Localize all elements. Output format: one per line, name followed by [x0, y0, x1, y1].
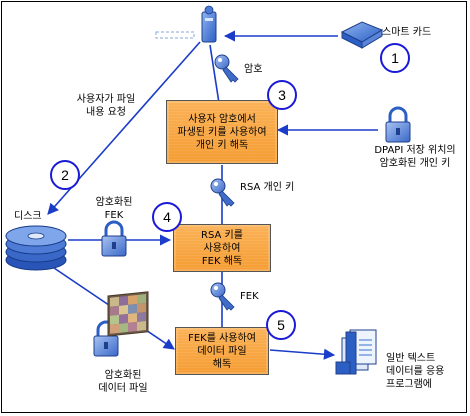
user-computer-icon — [155, 5, 217, 43]
encrypted-data-tile-icon — [107, 291, 149, 337]
fek-label: FEK — [240, 291, 259, 302]
encrypted-data-file-label: 암호화된 데이터 파일 — [98, 370, 148, 394]
step5-box: FEK를 사용하여 데이터 파일 해독 — [175, 327, 269, 375]
step4-text: RSA 키를 사용하여 FEK 해독 — [201, 229, 243, 267]
user-request-label: 사용자가 파일 내용 요청 — [76, 94, 136, 118]
step3-text: 사용자 암호에서 파생된 키를 사용하여 개인 키 해독 — [177, 113, 267, 151]
step4-number: 4 — [163, 209, 171, 225]
disk-stack-icon — [5, 225, 67, 271]
application-document-icon — [335, 329, 377, 375]
rsa-private-key-label: RSA 개인 키 — [240, 182, 295, 193]
step4-circle: 4 — [152, 202, 182, 232]
arrow-step5-to-application — [269, 348, 336, 360]
step4-box: RSA 키를 사용하여 FEK 해독 — [173, 224, 271, 272]
password-label: 암호 — [244, 64, 263, 75]
step5-number: 5 — [277, 317, 285, 333]
encrypted-fek-label: 암호화된 FEK — [95, 197, 133, 221]
step2-number: 2 — [61, 167, 69, 183]
step1-number: 1 — [391, 50, 399, 66]
step3-circle: 3 — [267, 80, 297, 110]
fek-key-icon — [210, 282, 235, 311]
step1-circle: 1 — [380, 43, 410, 73]
rsa-key-icon — [210, 178, 235, 207]
step3-box: 사용자 암호에서 파생된 키를 사용하여 개인 키 해독 — [166, 100, 278, 164]
step2-circle: 2 — [50, 160, 80, 190]
step5-text: FEK를 사용하여 데이터 파일 해독 — [188, 332, 256, 370]
smart-card-reader-icon — [340, 21, 384, 49]
plain-text-label: 일반 텍스트 데이터를 응용 프로그램에 — [386, 353, 445, 390]
dpapi-label: DPAPI 저장 위치의 암호화된 개인 키 — [374, 145, 456, 169]
line-user-to-password-key — [209, 44, 220, 104]
step5-circle: 5 — [266, 310, 296, 340]
dpapi-lock-icon — [385, 106, 411, 143]
fek-lock-icon — [101, 220, 127, 257]
smart-card-label: 스마트 카드 — [382, 27, 432, 38]
step3-number: 3 — [278, 87, 286, 103]
password-key-icon — [214, 54, 239, 83]
disk-label: 디스크 — [14, 211, 42, 222]
